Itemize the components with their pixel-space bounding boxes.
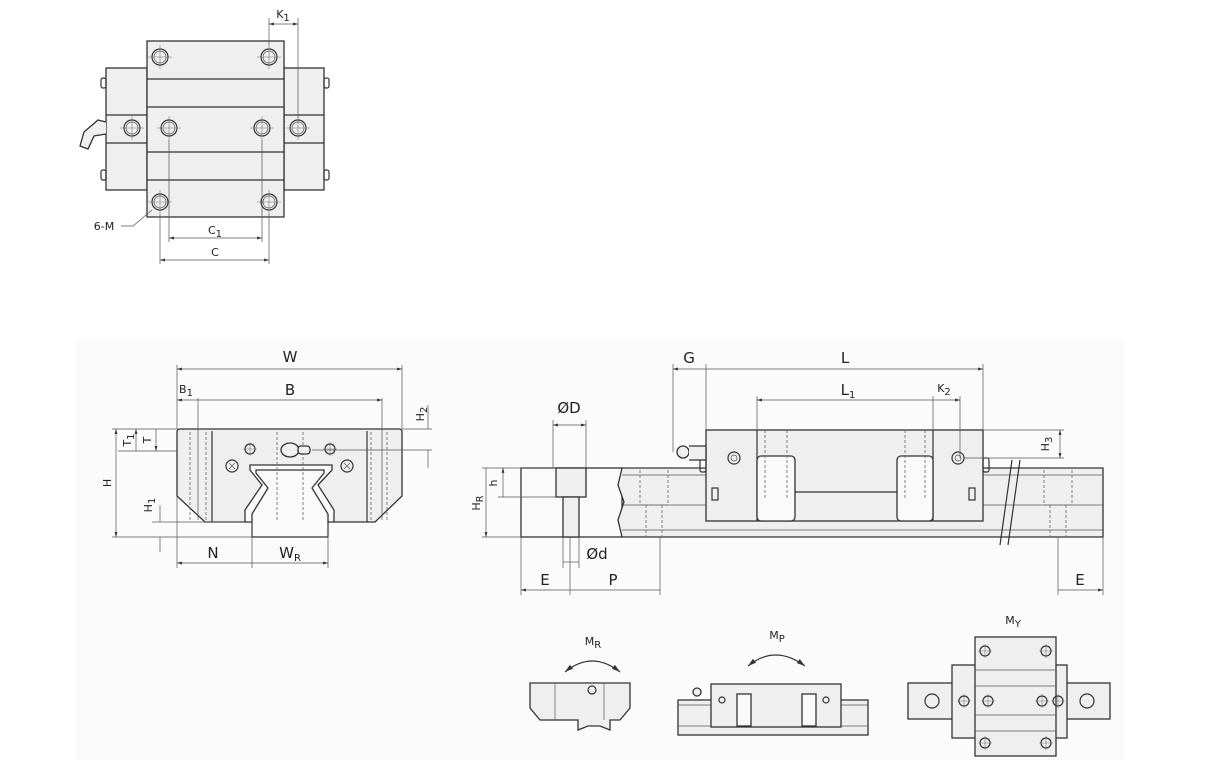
- grease-nipple-icon: [676, 445, 707, 461]
- dim-h: H: [101, 479, 114, 487]
- dim-p: P: [608, 571, 617, 589]
- grease-nipple-icon: [280, 442, 311, 458]
- dim-l: L: [841, 349, 850, 367]
- screw-icon: [225, 459, 239, 473]
- dim-b1: B1: [179, 383, 193, 399]
- dim-k2: K2: [937, 382, 951, 398]
- carriage-plate: [146, 40, 285, 218]
- carriage-body: [176, 428, 403, 523]
- moment-yaw: MY: [907, 614, 1111, 757]
- label-my: MY: [1005, 614, 1022, 630]
- dim-k1: K1: [276, 8, 290, 24]
- dim-wr: WR: [279, 544, 301, 564]
- dim-e-left: E: [540, 571, 549, 589]
- dim-l1: L1: [841, 381, 856, 401]
- rail-profile: [251, 469, 329, 538]
- moment-roll: MR: [529, 635, 631, 731]
- dim-od-big: ØD: [557, 399, 580, 417]
- dim-c: C: [211, 246, 219, 259]
- carriage-side: [705, 429, 984, 522]
- dim-n: N: [207, 544, 218, 562]
- dim-h-small: h: [487, 479, 500, 486]
- front-view: W B B1 H2 T1 T H H1 N WR: [101, 348, 432, 568]
- rotation-arrow-icon: [564, 660, 621, 673]
- dim-t1: T1: [121, 433, 137, 447]
- grease-nipple-icon: [79, 119, 107, 150]
- dim-od-small: Ød: [586, 545, 607, 563]
- dim-hr: HR: [470, 495, 486, 510]
- rotation-arrow-icon: [747, 654, 806, 667]
- dim-e-right: E: [1075, 571, 1084, 589]
- dim-h3: H3: [1039, 437, 1055, 452]
- side-view: G L L1 K2 H3 ØD h HR Ød E P E: [470, 349, 1103, 595]
- break-lines: [999, 459, 1021, 546]
- hole-callout-6m: 6-M: [94, 220, 114, 233]
- dim-w: W: [283, 348, 298, 366]
- dim-h1: H1: [142, 498, 158, 513]
- top-view: K1 C1 C 6-M: [79, 8, 330, 264]
- dim-b: B: [285, 381, 295, 399]
- bolt-heads: [100, 77, 330, 181]
- screw-icon: [340, 459, 354, 473]
- dim-g: G: [683, 349, 695, 367]
- counterbore: [555, 467, 587, 498]
- end-cap-left: [105, 67, 148, 191]
- label-mp: MP: [769, 629, 785, 645]
- dim-c1: C1: [208, 224, 222, 240]
- moment-pitch: MP: [677, 629, 869, 736]
- label-mr: MR: [585, 635, 602, 651]
- dim-h2: H2: [414, 407, 430, 422]
- dim-t: T: [141, 436, 154, 444]
